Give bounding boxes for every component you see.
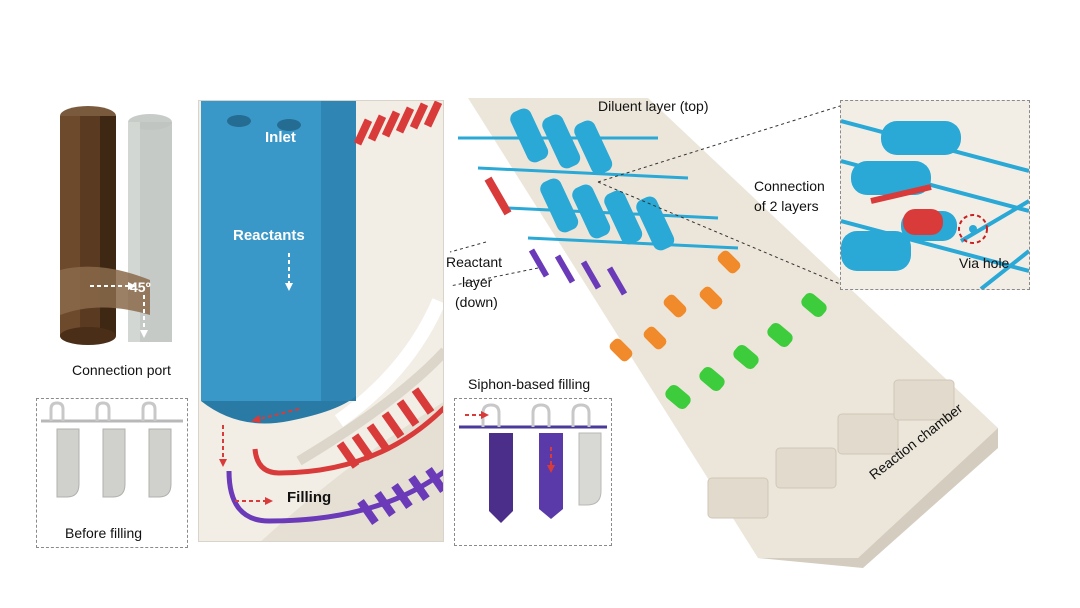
inlet-illustration [201, 101, 443, 541]
connection-port-illustration [60, 106, 172, 345]
reactant-layer-label-1: Reactant [446, 254, 503, 270]
diluent-layer-label: Diluent layer (top) [598, 98, 709, 114]
angle-label: 45º [130, 279, 151, 295]
filling-label: Filling [287, 489, 332, 506]
siphon-filling-box [454, 398, 612, 546]
before-filling-siphons [41, 401, 183, 498]
inlet-panel: Inlet Reactants Filling [198, 100, 444, 542]
via-hole-label: Via hole [959, 255, 1010, 271]
connection-label-1: Connection [754, 178, 825, 194]
siphon-filling-illustration [459, 403, 607, 523]
siphon-filling-label: Siphon-based filling [468, 376, 591, 392]
via-hole-box: Via hole [840, 100, 1030, 290]
connection-label-2: of 2 layers [754, 198, 819, 214]
reactants-label: Reactants [233, 227, 305, 244]
chip-illustration [449, 98, 998, 568]
inlet-label: Inlet [265, 129, 296, 146]
via-hole-illustration [841, 119, 1029, 289]
before-filling-label: Before filling [65, 525, 143, 541]
connection-port-label: Connection port [72, 362, 171, 378]
reactant-layer-label-2: layer [462, 274, 493, 290]
reactant-layer-label-3: (down) [455, 294, 498, 310]
before-filling-box: Before filling [36, 398, 188, 548]
